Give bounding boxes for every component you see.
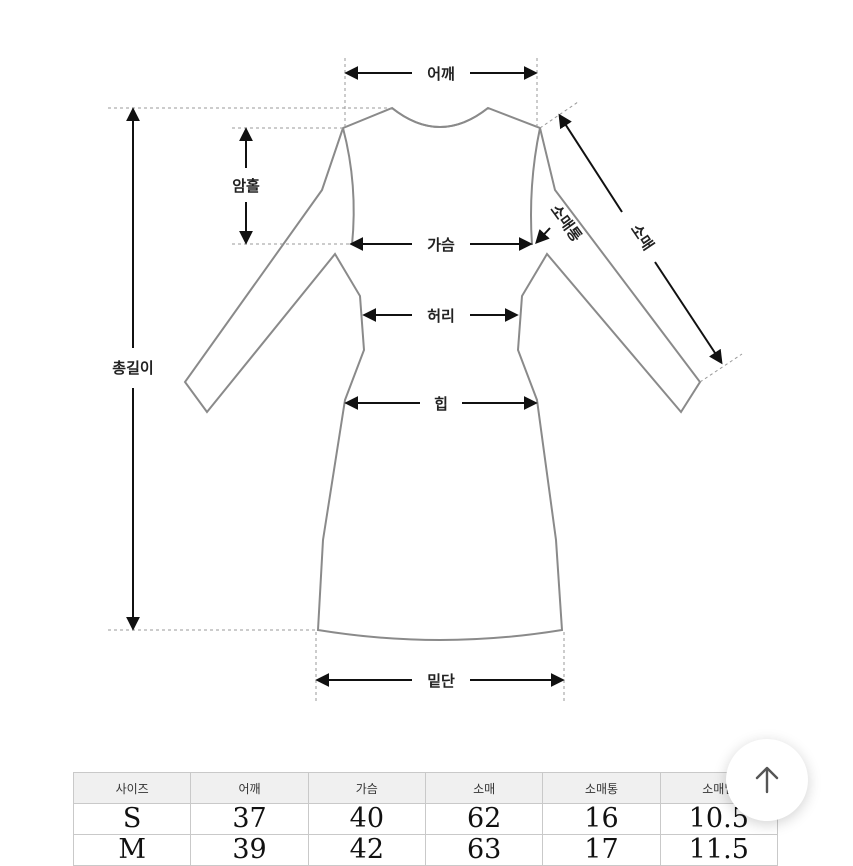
table-cell: 39 — [190, 834, 309, 866]
hem-dimension: 밑단 — [315, 672, 565, 690]
total-length-label: 총길이 — [112, 359, 153, 377]
table-cell: 17 — [542, 834, 661, 866]
armhole-dimension: 암홀 — [232, 127, 260, 245]
table-row: M 39 42 63 17 11.5 — [72, 834, 779, 866]
sleeve-width-dimension: 소매통 — [535, 201, 586, 245]
table-cell: M — [72, 834, 192, 866]
table-cell: 63 — [424, 834, 544, 866]
table-cell: 16 — [542, 803, 661, 835]
shoulder-dimension: 어깨 — [344, 65, 538, 83]
header-shoulder: 어깨 — [190, 772, 309, 804]
header-sleeve-width: 소매통 — [542, 772, 661, 804]
table-cell: 62 — [424, 803, 544, 835]
header-chest: 가슴 — [307, 772, 426, 804]
chest-label: 가슴 — [427, 236, 455, 254]
sleeve-dimension: 소매 — [558, 113, 723, 365]
hip-dimension: 힙 — [344, 395, 538, 413]
table-cell: 37 — [190, 803, 309, 835]
waist-label: 허리 — [427, 307, 455, 325]
guide-lines — [108, 58, 743, 702]
header-sleeve: 소매 — [424, 772, 544, 804]
arrow-up-icon — [755, 766, 779, 794]
size-diagram: 어깨 암홀 가슴 소매통 소매 허리 총길이 힙 — [108, 58, 743, 702]
table-row: S 37 40 62 16 10.5 — [72, 803, 779, 835]
sleeve-label: 소매 — [627, 221, 657, 254]
table-cell: 42 — [307, 834, 426, 866]
table-header-row: 사이즈 어깨 가슴 소매 소매통 소매밑 — [72, 772, 779, 804]
table-cell: 11.5 — [659, 834, 779, 866]
scroll-to-top-button[interactable] — [726, 739, 808, 821]
size-table: 사이즈 어깨 가슴 소매 소매통 소매밑 S 37 40 62 16 10.5 … — [72, 772, 779, 866]
hip-label: 힙 — [434, 395, 448, 413]
armhole-label: 암홀 — [232, 177, 260, 195]
dress-outline — [183, 106, 702, 641]
hem-label: 밑단 — [427, 672, 455, 690]
shoulder-label: 어깨 — [427, 65, 455, 83]
header-size: 사이즈 — [72, 772, 192, 804]
chest-dimension: 가슴 — [349, 236, 533, 254]
total-length-dimension: 총길이 — [112, 107, 154, 631]
table-cell: 40 — [307, 803, 426, 835]
waist-dimension: 허리 — [362, 307, 519, 325]
table-cell: S — [72, 803, 192, 835]
